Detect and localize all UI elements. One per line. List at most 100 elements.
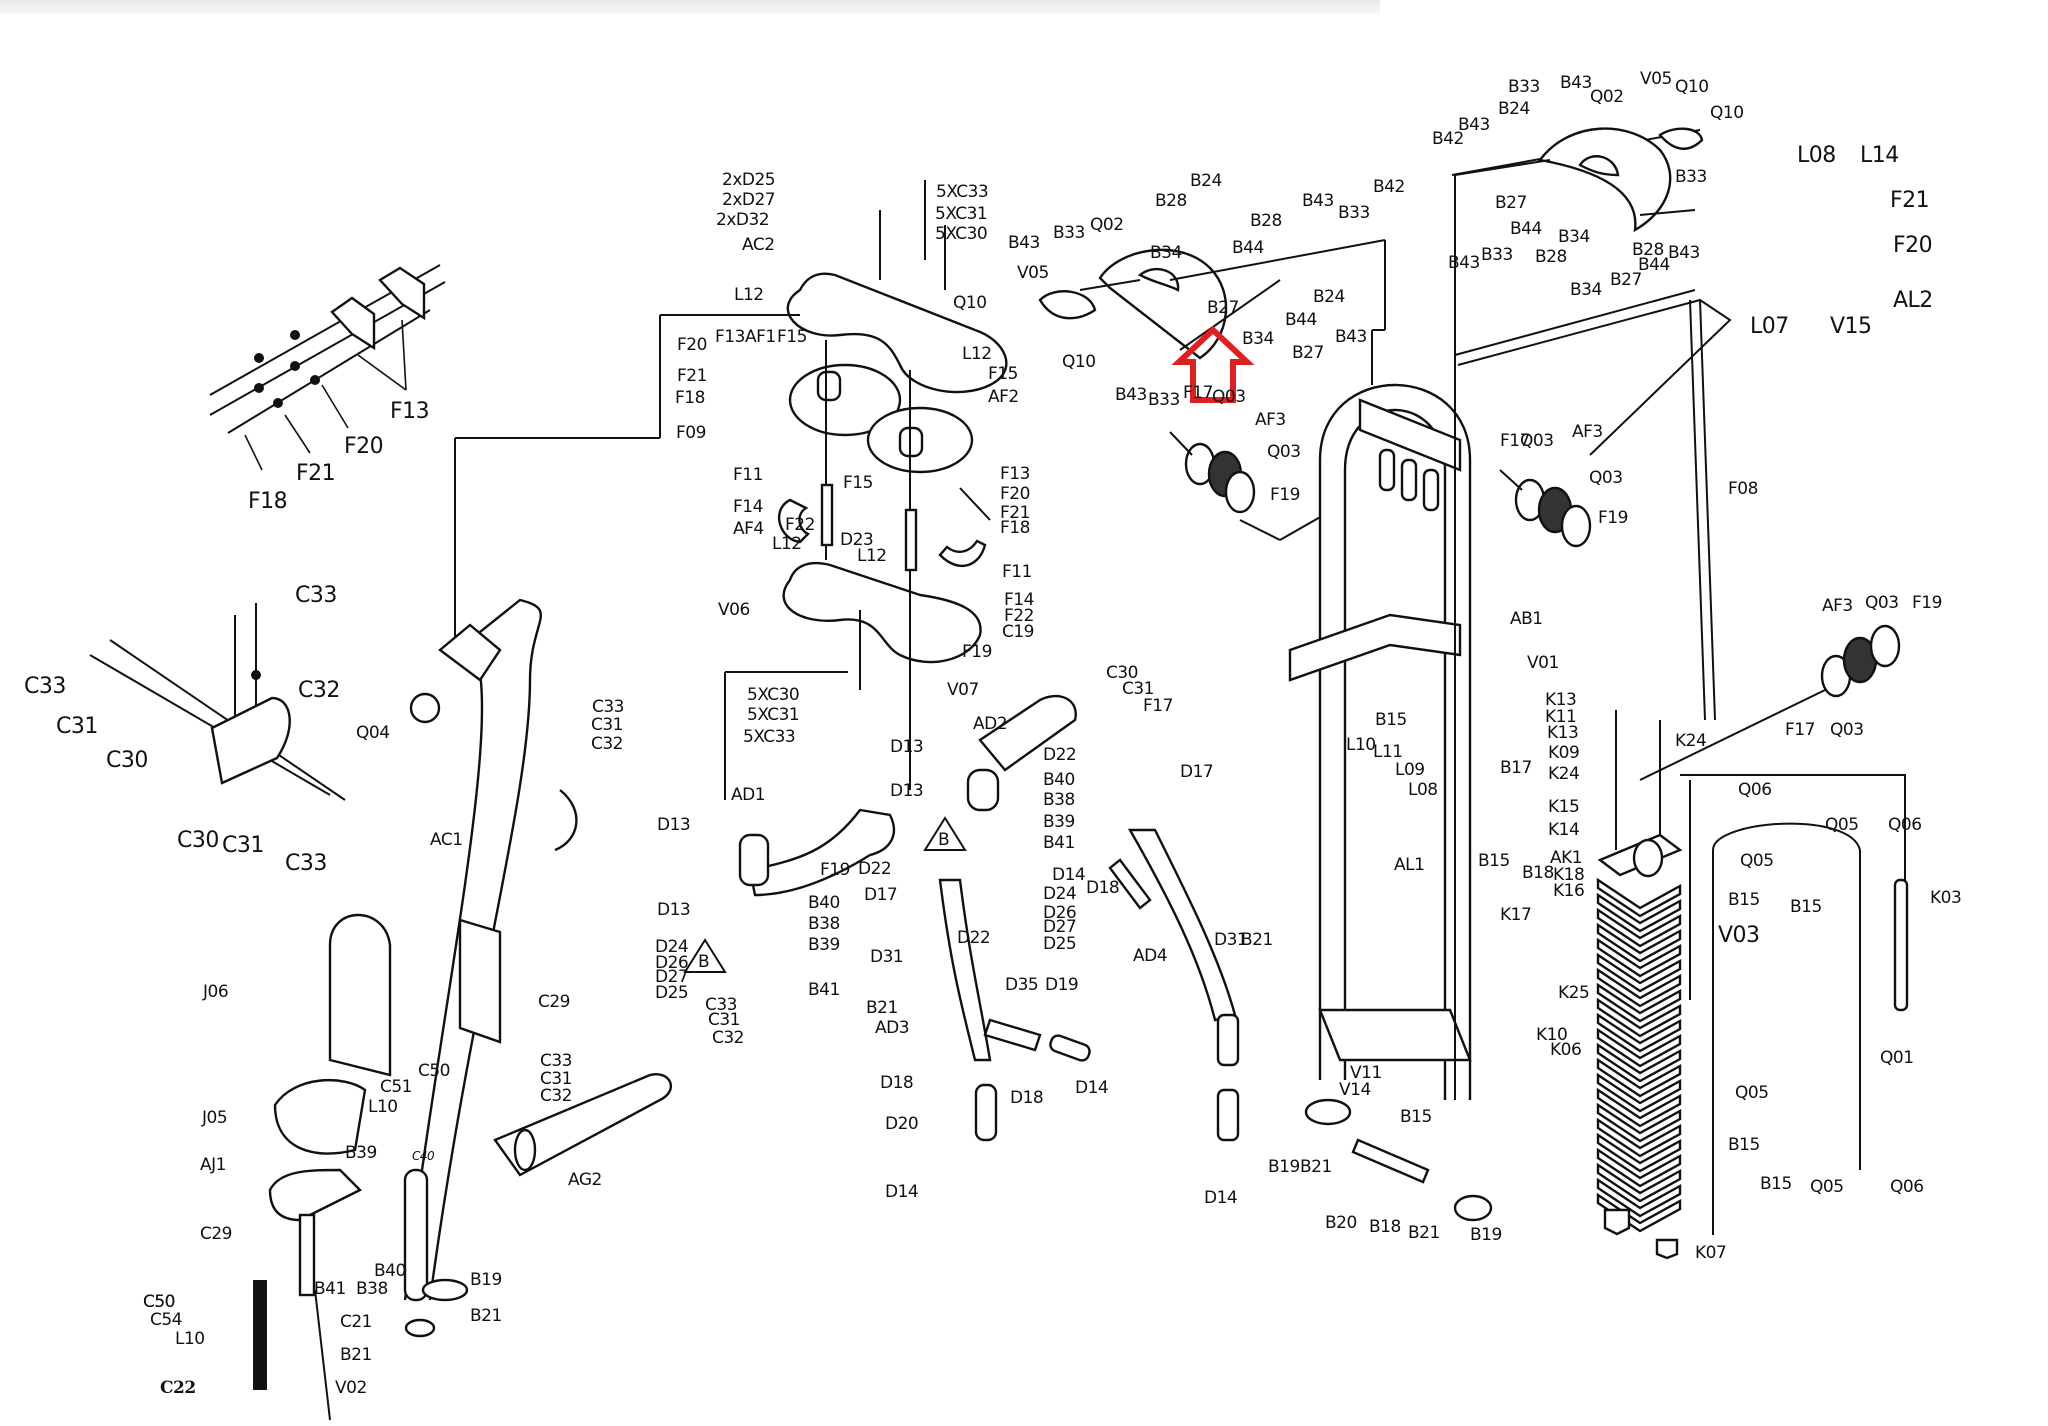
part-label-b34-c: B34 — [1558, 227, 1590, 247]
part-label-f17-d: F17 — [1143, 696, 1173, 716]
part-label-q03-f: Q03 — [1830, 720, 1864, 740]
part-label-b41-b: B41 — [1043, 833, 1075, 853]
warning-mark-2-text: B — [938, 830, 949, 850]
part-label-b15-e: B15 — [1728, 1135, 1760, 1155]
part-label-aj1: AJ1 — [200, 1155, 226, 1175]
weight-plate — [1596, 922, 1682, 963]
window-top-strip — [0, 0, 1380, 14]
weight-plates — [1596, 877, 1682, 1233]
part-label-d13-c: D13 — [890, 737, 923, 757]
part-label-j05: J05 — [201, 1108, 227, 1128]
part-label-b15-f: B15 — [1760, 1174, 1792, 1194]
part-label-k03: K03 — [1930, 888, 1961, 908]
part-label-j06: J06 — [202, 982, 228, 1002]
part-label-ad3: AD3 — [875, 1018, 909, 1038]
part-label-c54: C54 — [150, 1310, 182, 1330]
part-label-l08: L08 — [1797, 143, 1836, 168]
part-label-l10-a: L10 — [1346, 735, 1376, 755]
part-label-b15-g: B15 — [1400, 1107, 1432, 1127]
part-label-c33-d: C33 — [592, 697, 624, 717]
part-label-q10-c: Q10 — [1675, 77, 1709, 97]
part-label-d13-b: D13 — [657, 900, 690, 920]
part-label-b42-a: B42 — [1373, 177, 1405, 197]
part-label-f19-c: F19 — [1598, 508, 1628, 528]
part-label-c21: C21 — [340, 1312, 372, 1332]
part-label-f11-a: F11 — [733, 465, 763, 485]
part-label-c30-b: C30 — [177, 828, 219, 853]
part-label-b39-a: B39 — [808, 935, 840, 955]
weight-plate — [1596, 1147, 1682, 1188]
part-label-c32-b: C32 — [591, 734, 623, 754]
part-label-b33-b: B33 — [1338, 203, 1370, 223]
part-label-d23: D23 — [840, 530, 873, 550]
part-label-b20: B20 — [1325, 1213, 1357, 1233]
part-label-f14-b: F14 — [1004, 590, 1034, 610]
part-label-b28-d: B28 — [1632, 240, 1664, 260]
part-label-af2: AF2 — [988, 387, 1019, 407]
weight-plate — [1596, 952, 1682, 993]
part-label-c33-c: C33 — [285, 851, 327, 876]
pulley-wheel-right — [1499, 469, 1592, 548]
part-labels: F13F20F21F182xD252xD272xD32AC25XC335XC31… — [24, 69, 1962, 1398]
part-label-d31-a: D31 — [870, 947, 903, 967]
part-label-f18-a: F18 — [248, 489, 287, 514]
part-label-d31-b: D31 — [1214, 930, 1247, 950]
part-label-b34-a: B34 — [1150, 243, 1182, 263]
arm-tubes — [738, 694, 1240, 1142]
part-label-ad1: AD1 — [731, 785, 765, 805]
seat-assembly — [253, 913, 469, 1421]
part-label-c31-c: C31 — [591, 715, 623, 735]
part-label-l11: L11 — [1373, 742, 1403, 762]
part-label-c29-a: C29 — [538, 992, 570, 1012]
part-label-b38-a: B38 — [808, 914, 840, 934]
part-label-c31-5x-a: 5XC31 — [935, 204, 987, 224]
part-label-f18-b: F18 — [675, 388, 705, 408]
part-label-b27-b: B27 — [1292, 343, 1324, 363]
part-label-q03-d: Q03 — [1589, 468, 1623, 488]
part-label-c33-5x-b: 5XC33 — [743, 727, 795, 747]
weight-plate — [1596, 1057, 1682, 1098]
part-label-ac2: AC2 — [742, 235, 775, 255]
part-label-q05-b: Q05 — [1825, 815, 1859, 835]
part-label-af3-c: AF3 — [1822, 596, 1853, 616]
part-label-d35: D35 — [1005, 975, 1038, 995]
part-label-d14-c: D14 — [885, 1182, 918, 1202]
part-label-q03-b: Q03 — [1267, 442, 1301, 462]
part-label-c29-b: C29 — [200, 1224, 232, 1244]
part-label-b38-c: B38 — [356, 1279, 388, 1299]
part-label-b19-a: B19 — [1268, 1157, 1300, 1177]
part-label-b24-c: B24 — [1498, 99, 1530, 119]
part-label-b43-g: B43 — [1448, 253, 1480, 273]
weight-plate — [1596, 892, 1682, 933]
part-label-b18-a: B18 — [1522, 863, 1554, 883]
part-label-b15-c: B15 — [1728, 890, 1760, 910]
q02-upper-right-bracket — [1454, 127, 1704, 233]
part-label-c51: C51 — [380, 1077, 412, 1097]
part-label-q02-b: Q02 — [1590, 87, 1624, 107]
part-label-k17: K17 — [1500, 905, 1531, 925]
red-arrow-up-icon — [1171, 325, 1255, 403]
part-label-f15-b: F15 — [988, 364, 1018, 384]
part-label-q06-b: Q06 — [1888, 815, 1922, 835]
part-label-d25-2x: 2xD25 — [722, 170, 775, 190]
part-label-b17: B17 — [1500, 758, 1532, 778]
part-label-f13-b: F13 — [715, 327, 745, 347]
c-bracket-assembly — [89, 603, 346, 801]
part-label-k11: K11 — [1545, 707, 1576, 727]
part-label-b40-b: B40 — [1043, 770, 1075, 790]
weight-plate — [1596, 1072, 1682, 1113]
part-label-k16: K16 — [1553, 881, 1584, 901]
part-label-b21-b: B21 — [1241, 930, 1273, 950]
part-label-f19-a: F19 — [962, 642, 992, 662]
part-label-v05-a: V05 — [1017, 263, 1049, 283]
part-label-b28-c: B28 — [1535, 247, 1567, 267]
part-label-c50-a: C50 — [143, 1292, 175, 1312]
part-label-c32-c: C32 — [712, 1028, 744, 1048]
part-label-d17-a: D17 — [864, 885, 897, 905]
part-label-q10-a: Q10 — [953, 293, 987, 313]
part-label-q05-a: Q05 — [1740, 851, 1774, 871]
part-label-b15-d: B15 — [1790, 897, 1822, 917]
part-label-b27-d: B27 — [1610, 270, 1642, 290]
part-label-b41-a: B41 — [808, 980, 840, 1000]
part-label-al2: AL2 — [1893, 288, 1933, 313]
